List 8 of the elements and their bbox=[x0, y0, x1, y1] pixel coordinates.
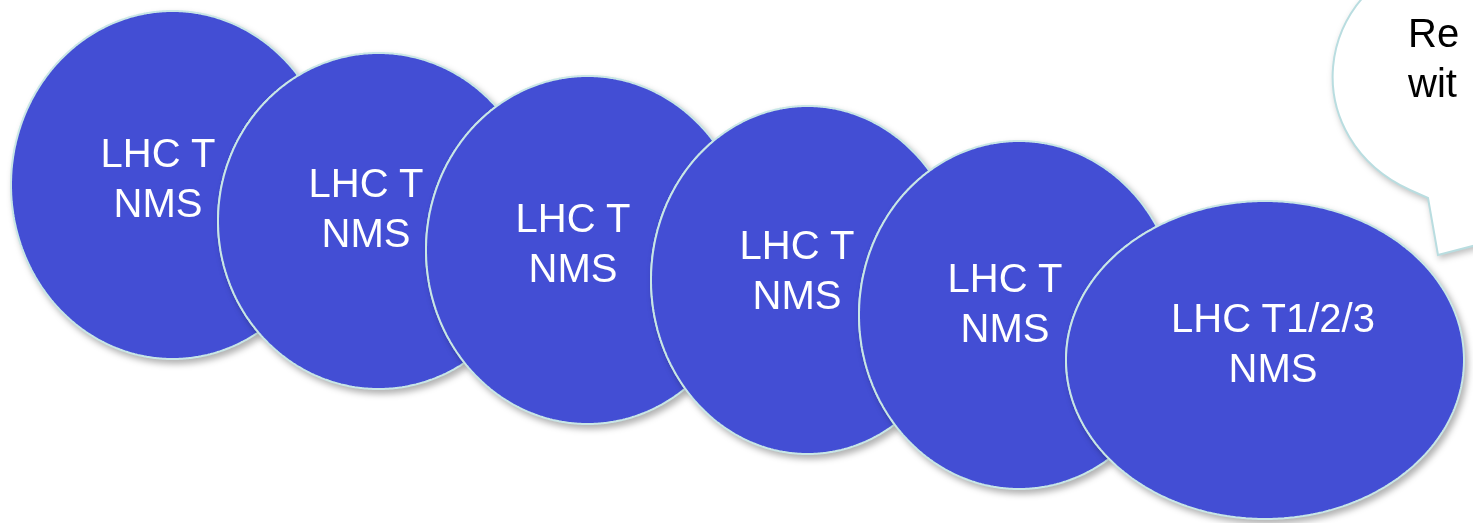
bubble-text: Re wit bbox=[1408, 10, 1461, 107]
speech-bubble bbox=[1332, 0, 1473, 256]
node-label: LHC T NMS bbox=[738, 222, 856, 319]
node-label: LHC T NMS bbox=[307, 160, 425, 257]
node-label: LHC T NMS bbox=[99, 130, 217, 227]
node-label: LHC T NMS bbox=[946, 255, 1064, 352]
node-label: LHC T1/2/3 NMS bbox=[1170, 295, 1376, 392]
node-label: LHC T NMS bbox=[514, 195, 632, 292]
